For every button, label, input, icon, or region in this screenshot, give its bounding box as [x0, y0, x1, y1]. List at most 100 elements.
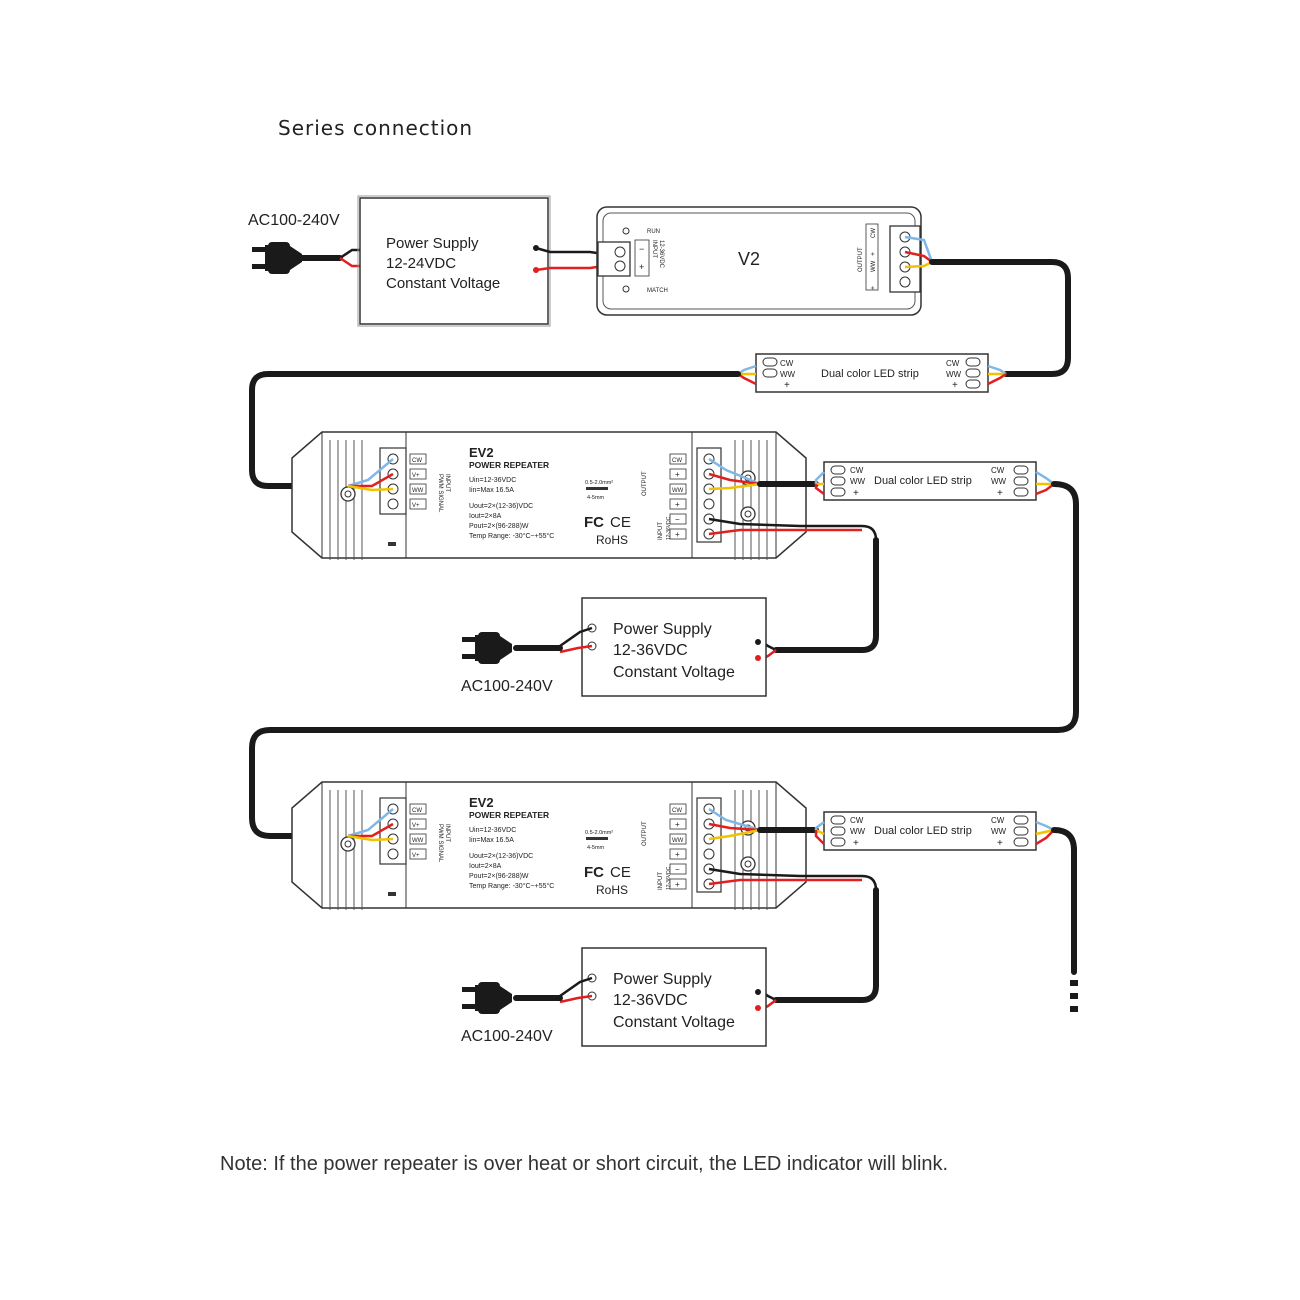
r1-term-out-5: −: [675, 515, 680, 524]
diagram-title: Series connection: [278, 116, 474, 140]
repeater-2: CW V+ WW V+ INPUT PWM SIGNAL EV2 POWER R…: [291, 781, 807, 911]
r1-spec-6: Temp Range: -30°C~+55°C: [469, 532, 554, 540]
r1-term-out-1: CW: [672, 458, 682, 464]
v2-controller: RUN MATCH + − INPUT 12-36VDC V2 OUTPUT C…: [596, 206, 922, 316]
r2-term-out-2: +: [675, 820, 680, 829]
r2-name: EV2: [469, 795, 494, 810]
r2-term-in-3: WW: [412, 838, 424, 844]
strip2-plus-l: +: [853, 488, 859, 499]
r1-term-in-2: V+: [412, 473, 420, 479]
v2-out-cw: CW: [871, 228, 877, 238]
r2-term-out-5: −: [675, 865, 680, 874]
r1-rohs: RoHS: [596, 533, 628, 547]
r2-spec-2: Iin=Max 16.5A: [469, 837, 514, 844]
r1-output-label: OUTPUT: [642, 471, 648, 496]
psu-r1-line3: Constant Voltage: [613, 664, 735, 681]
psu-top-line2: 12-24VDC: [386, 255, 456, 272]
strip1-label: Dual color LED strip: [821, 368, 919, 380]
v2-input-plus: +: [639, 262, 644, 272]
r2-term-in-4: V+: [412, 853, 420, 859]
psu-r1-line1: Power Supply: [613, 621, 712, 638]
led-strip-1: CW WW + Dual color LED strip CW WW +: [755, 353, 989, 393]
r1-power-label: INPUT: [658, 522, 664, 540]
v2-out-plus1: +: [870, 252, 877, 256]
r2-ce: CE: [610, 864, 631, 881]
power-supply-repeater-1: Power Supply 12-36VDC Constant Voltage: [581, 597, 767, 697]
v2-name: V2: [738, 249, 760, 269]
strip1-plus-l: +: [784, 380, 790, 391]
strip1-ww-r: WW: [946, 370, 962, 379]
r2-power-voltage: 12-36VDC: [666, 866, 672, 890]
r2-power-label: INPUT: [658, 872, 664, 890]
ac-label-r2: AC100-240V: [461, 1028, 553, 1045]
strip3-cw-r: CW: [991, 816, 1005, 825]
r2-spec-6: Temp Range: -30°C~+55°C: [469, 882, 554, 890]
psu-r2-line3: Constant Voltage: [613, 1014, 735, 1031]
strip2-cw-r: CW: [991, 466, 1005, 475]
r2-output-label: OUTPUT: [642, 821, 648, 846]
r2-fc: FC: [584, 864, 604, 881]
r1-fc: FC: [584, 514, 604, 531]
v2-output-label: OUTPUT: [858, 247, 864, 272]
r2-term-in-1: CW: [412, 808, 422, 814]
psu-r2-line1: Power Supply: [613, 971, 712, 988]
strip3-plus-l: +: [853, 838, 859, 849]
r2-subtitle: POWER REPEATER: [469, 810, 549, 820]
plug-icon: [462, 982, 512, 1014]
r2-pwm-label: PWM SIGNAL: [437, 824, 443, 863]
v2-input-minus: −: [639, 244, 644, 254]
strip3-plus-r: +: [997, 838, 1003, 849]
psu-r1-line2: 12-36VDC: [613, 642, 688, 659]
r1-name: EV2: [469, 445, 494, 460]
v2-input-voltage: 12-36VDC: [658, 240, 664, 269]
psu-top-line3: Constant Voltage: [386, 275, 500, 292]
strip2-cw-l: CW: [850, 466, 864, 475]
r1-power-voltage: 12-36VDC: [666, 516, 672, 540]
r1-spec-4: Iout=2×8A: [469, 513, 502, 520]
r1-wire-gauge: 0.5-2.0mm²: [585, 480, 613, 486]
r1-spec-2: Iin=Max 16.5A: [469, 487, 514, 494]
strip1-cw-r: CW: [946, 359, 960, 368]
power-supply-top: Power Supply 12-24VDC Constant Voltage: [357, 195, 551, 327]
r2-spec-1: Uin=12-36VDC: [469, 827, 516, 834]
r2-term-out-3: WW: [672, 838, 684, 844]
r1-spec-3: Uout=2×(12-36)VDC: [469, 503, 533, 510]
strip2-ww-r: WW: [991, 477, 1007, 486]
r2-spec-4: Iout=2×8A: [469, 863, 502, 870]
repeater-1: CW V+ WW V+ INPUT PWM SIGNAL EV2 POWER R…: [291, 431, 807, 561]
strip1-ww-l: WW: [780, 370, 796, 379]
r2-rohs: RoHS: [596, 883, 628, 897]
strip2-label: Dual color LED strip: [874, 475, 972, 487]
psu-top-line1: Power Supply: [386, 235, 479, 252]
r1-term-in-4: V+: [412, 503, 420, 509]
strip2-plus-r: +: [997, 488, 1003, 499]
r1-pwm-label: PWM SIGNAL: [437, 474, 443, 513]
r1-term-out-2: +: [675, 470, 680, 479]
psu-r2-line2: 12-36VDC: [613, 992, 688, 1009]
v2-out-plus2: +: [870, 286, 877, 290]
continuation-dots: [1070, 980, 1078, 1012]
r2-term-out-1: CW: [672, 808, 682, 814]
r1-term-in-3: WW: [412, 488, 424, 494]
plug-icon: [462, 632, 512, 664]
r2-strip-length: 4-5mm: [587, 845, 605, 851]
strip3-ww-r: WW: [991, 827, 1007, 836]
led-strip-2: CW WW + Dual color LED strip CW WW +: [823, 461, 1037, 501]
v2-input-label: INPUT: [651, 240, 657, 258]
plug-icon: [252, 242, 302, 274]
r2-input-label: INPUT: [444, 824, 450, 842]
strip3-cw-l: CW: [850, 816, 864, 825]
r2-spec-3: Uout=2×(12-36)VDC: [469, 853, 533, 860]
r1-input-label: INPUT: [444, 474, 450, 492]
ac-label-top: AC100-240V: [248, 212, 340, 229]
r1-term-out-3: WW: [672, 488, 684, 494]
led-strip-3: CW WW + Dual color LED strip CW WW +: [823, 811, 1037, 851]
v2-match-label: MATCH: [647, 288, 668, 294]
r1-spec-1: Uin=12-36VDC: [469, 477, 516, 484]
v2-out-ww: WW: [871, 260, 877, 272]
r1-term-out-4: +: [675, 500, 680, 509]
r2-spec-5: Pout=2×(96-288)W: [469, 873, 529, 880]
r1-subtitle: POWER REPEATER: [469, 460, 549, 470]
strip3-ww-l: WW: [850, 827, 866, 836]
